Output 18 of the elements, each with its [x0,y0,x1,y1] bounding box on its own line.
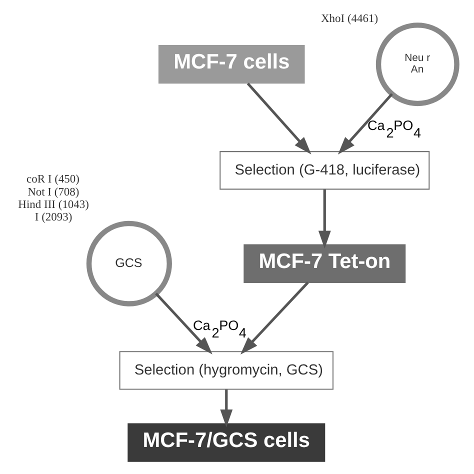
node-label: coR I (450) [26,174,79,186]
node-label: I (2093) [34,211,72,224]
node-circle: Neu r An [375,22,459,106]
node-box: MCF-7 cells [158,45,304,84]
node-box: Selection (hygromycin, GCS) [118,351,334,390]
node-box: MCF-7/GCS cells [127,423,325,462]
arrow [240,282,308,354]
arrow [318,189,330,249]
arrow [220,390,232,428]
node-label: XhoI (4461) [320,12,378,25]
arrow [337,93,392,154]
node-label: Not I (708) [27,186,79,198]
node-label: Hind III (1043) [18,198,88,211]
node-box: Selection (G-418, luciferase) [219,151,430,190]
arrow [246,82,311,154]
node-box: MCF-7 Tet-on [243,244,406,283]
arrow [154,292,212,354]
node-circle: GCS [86,220,172,306]
